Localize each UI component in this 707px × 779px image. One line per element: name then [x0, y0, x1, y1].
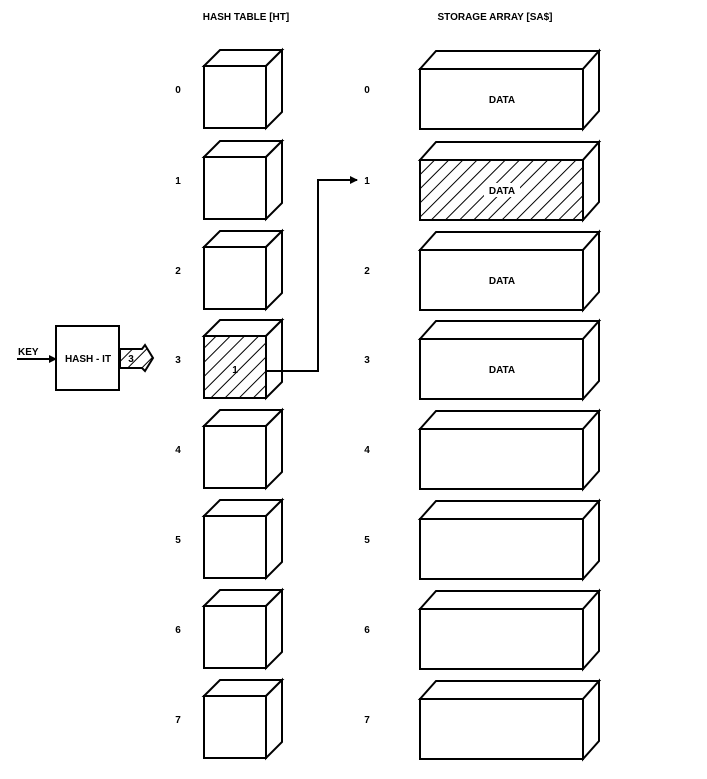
hash-cell-front-face: [203, 65, 267, 129]
pointer-arrow: [266, 176, 358, 372]
hash-table-index: 3: [175, 355, 181, 366]
hash-cell-value: 1: [232, 365, 238, 376]
hash-table-title: HASH TABLE [HT]: [203, 12, 289, 23]
storage-cell-top-face: [417, 500, 602, 520]
storage-array-slot-6[interactable]: 6: [364, 588, 602, 672]
storage-cell-front-face: [419, 518, 584, 580]
hash-table-index: 0: [175, 85, 181, 96]
hash-table-index: 4: [175, 445, 181, 456]
hash-table-slot-5[interactable]: 5: [175, 497, 285, 581]
hash-cell-front-face: [203, 695, 267, 759]
key-label: KEY: [18, 347, 39, 358]
storage-cell-top-face: [417, 680, 602, 700]
hash-table-slot-6[interactable]: 6: [175, 587, 285, 671]
hash-cell-front-face: [203, 246, 267, 310]
storage-cell-front-face: [419, 338, 584, 400]
hash-table-slot-1[interactable]: 1: [175, 138, 285, 222]
storage-array-title: STORAGE ARRAY [SA$]: [437, 12, 552, 23]
hash-table-index: 7: [175, 715, 181, 726]
label-backdrop: [484, 183, 520, 197]
hash-table-slot-7[interactable]: 7: [175, 677, 285, 761]
storage-cell-top-face: [417, 320, 602, 340]
storage-cell-top-face: [417, 50, 602, 70]
storage-cell-front-face: [419, 68, 584, 130]
hash-table-slot-0[interactable]: 0: [175, 47, 285, 131]
storage-array-index: 0: [364, 85, 370, 96]
storage-cell-top-face: [417, 410, 602, 430]
storage-cell-label: DATA: [489, 365, 515, 376]
storage-cell-front-face: [419, 249, 584, 311]
storage-array-slot-4[interactable]: 4: [364, 408, 602, 492]
hash-table-slot-2[interactable]: 2: [175, 228, 285, 312]
storage-cell-label: DATA: [489, 95, 515, 106]
hash-table-slot-4[interactable]: 4: [175, 407, 285, 491]
storage-cell-front-face: [419, 608, 584, 670]
hash-cell-front-face: [203, 425, 267, 489]
storage-cell-top-face: [417, 141, 602, 161]
storage-cell-label: DATA: [489, 276, 515, 287]
storage-array-index: 6: [364, 625, 370, 636]
storage-cell-front-face: [419, 698, 584, 760]
hash-table-index: 1: [175, 176, 181, 187]
hash-table-index: 2: [175, 266, 181, 277]
hash-cell-front-face: [203, 515, 267, 579]
storage-array-index: 2: [364, 266, 370, 277]
hash-table-index: 6: [175, 625, 181, 636]
storage-array-slot-5[interactable]: 5: [364, 498, 602, 582]
storage-array-index: 5: [364, 535, 370, 546]
storage-array-index: 1: [364, 176, 370, 187]
hash-cell-front-face: [203, 605, 267, 669]
storage-cell-top-face: [417, 231, 602, 251]
storage-array-index: 4: [364, 445, 370, 456]
storage-array-slot-7[interactable]: 7: [364, 678, 602, 762]
hash-cell-front-face: [203, 335, 267, 399]
hash-table-index: 5: [175, 535, 181, 546]
storage-array-index: 7: [364, 715, 370, 726]
hash-output-value: 3: [128, 354, 134, 365]
storage-cell-front-face: [419, 428, 584, 490]
storage-array-index: 3: [364, 355, 370, 366]
storage-cell-label: DATA: [489, 186, 515, 197]
hash-cell-front-face: [203, 156, 267, 220]
hash-output-arrow: [119, 343, 155, 373]
hash-table-slot-3[interactable]: 31: [175, 317, 285, 401]
hash-function-label: HASH - IT: [65, 354, 111, 365]
storage-cell-top-face: [417, 590, 602, 610]
